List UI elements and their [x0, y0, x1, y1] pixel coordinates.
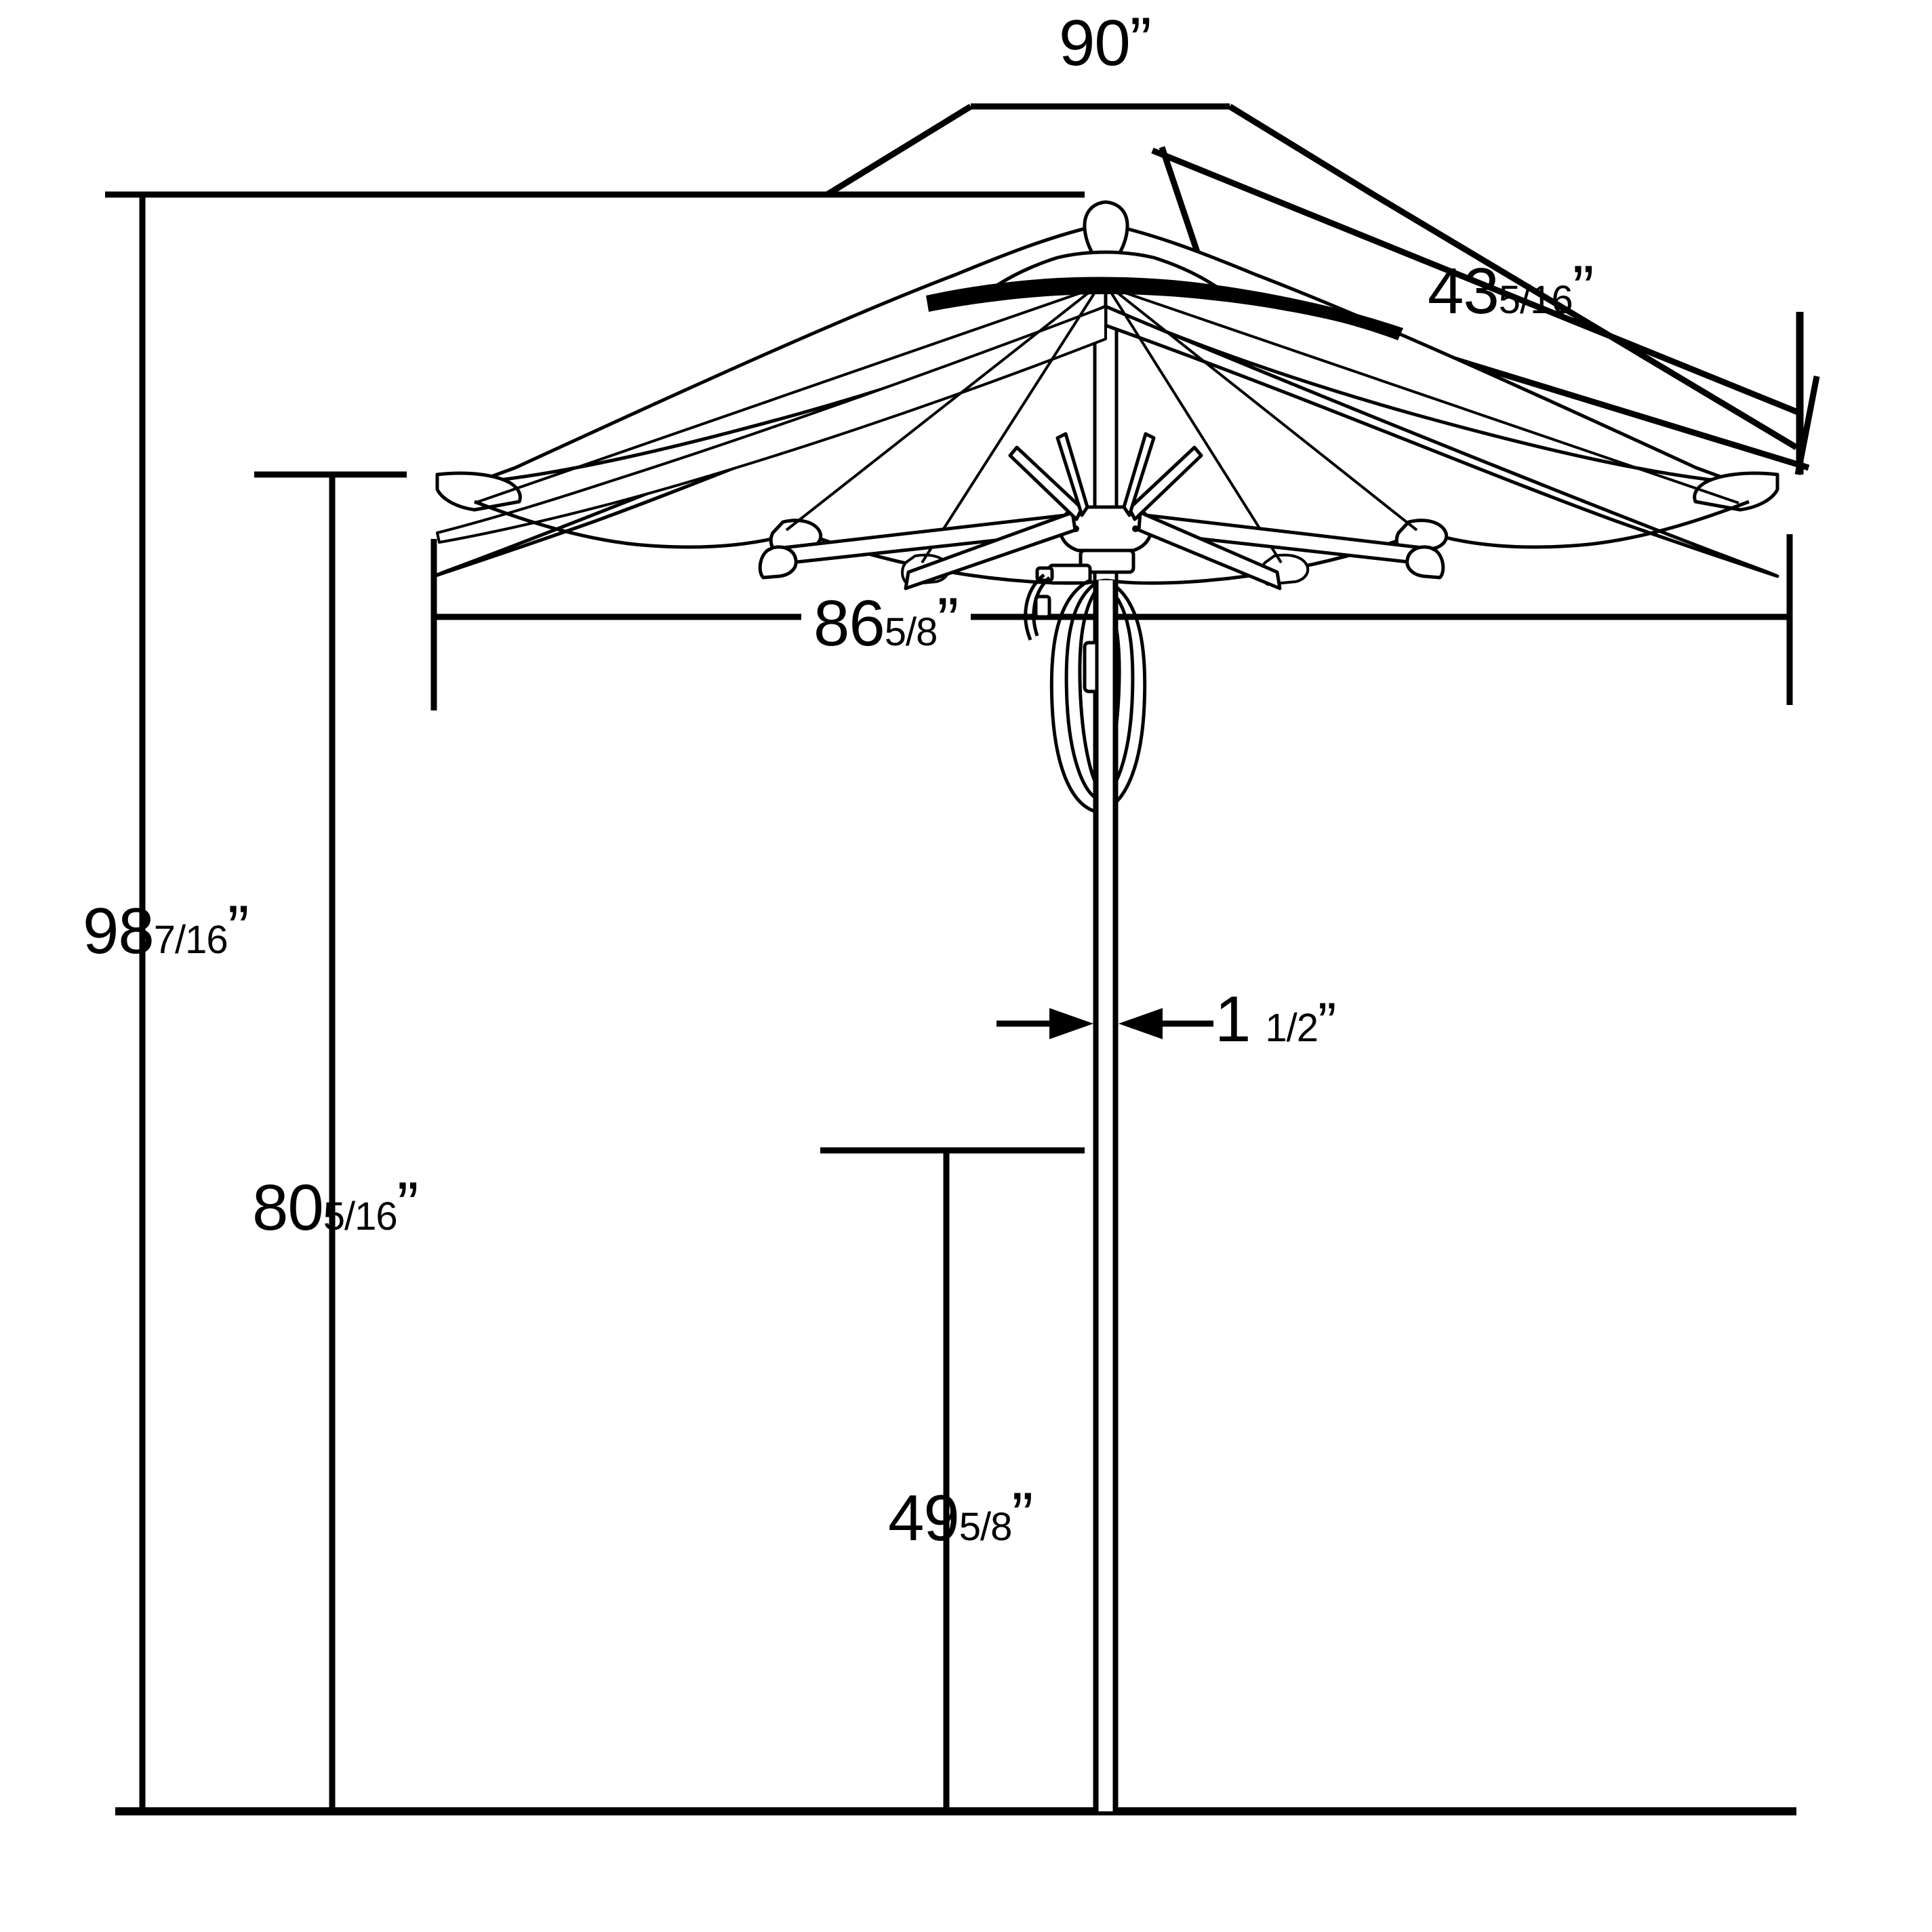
- dim-fraction-canopy-span: 5/8: [884, 610, 938, 654]
- dim-arrowhead-right: [1119, 1008, 1163, 1039]
- dim-fraction-pole-clearance: 5/8: [959, 1505, 1013, 1549]
- center-pole-front: [1095, 580, 1116, 1811]
- canopy-outline: [435, 471, 1779, 512]
- dim-value-overall-height: 98: [83, 895, 155, 967]
- dim-value-canopy-width: 90: [1059, 7, 1131, 79]
- canopy-upper-panel: [472, 222, 1739, 485]
- strut-end-caps: [758, 545, 1445, 580]
- dim-outline-top-right: [1371, 192, 1798, 450]
- dim-value-canopy-height: 80: [252, 1171, 324, 1244]
- umbrella-assembly: [432, 200, 1779, 1813]
- dim-unit-canopy-span: ”: [937, 584, 959, 657]
- dim-unit-overall-height: ”: [227, 892, 249, 965]
- dim-label-canopy-height: 805/16”: [252, 1173, 419, 1241]
- dim-unit-canopy-height: ”: [397, 1169, 419, 1241]
- dim-unit-pole-diameter: ”: [1318, 992, 1337, 1053]
- dim-leader-slant-upper: [1151, 147, 1799, 416]
- dim-value-pole-clearance: 49: [888, 1482, 960, 1554]
- dimension-lines: [105, 103, 1820, 1815]
- dim-leader-canopy-width-right: [1228, 104, 1375, 197]
- dim-label-canopy-width: 90”: [1059, 8, 1152, 76]
- dim-fraction-pole-diameter: 1/2: [1265, 1006, 1319, 1050]
- dim-label-overall-height: 987/16”: [83, 896, 249, 964]
- dim-unit-canopy-width: ”: [1129, 4, 1152, 77]
- dim-label-pole-clearance: 495/8”: [888, 1483, 1033, 1551]
- dim-leader-canopy-width-left: [825, 104, 973, 197]
- dim-tick-slant-arrow: [1794, 376, 1820, 475]
- dim-fraction-canopy-slant: 5/16: [1498, 278, 1573, 322]
- support-struts: [776, 432, 1429, 590]
- canopy-ribs: [474, 290, 1739, 564]
- finial: [1083, 200, 1129, 257]
- dim-value-canopy-slant: 43: [1428, 255, 1500, 327]
- canopy-body: [436, 305, 1107, 544]
- dim-fraction-overall-height: 7/16: [153, 918, 228, 962]
- dim-label-canopy-span: 865/8”: [813, 588, 959, 656]
- dim-fraction-canopy-height: 5/16: [323, 1194, 398, 1239]
- vent-band-shading: [926, 277, 1403, 340]
- dim-value-canopy-span: 86: [813, 587, 885, 660]
- dim-arrowhead-left: [1049, 1008, 1093, 1039]
- dim-value-pole-diameter: 1: [1215, 983, 1251, 1055]
- dim-unit-canopy-slant: ”: [1572, 252, 1594, 325]
- dim-unit-pole-clearance: ”: [1011, 1479, 1034, 1552]
- dim-label-canopy-slant: 435/16”: [1428, 256, 1594, 324]
